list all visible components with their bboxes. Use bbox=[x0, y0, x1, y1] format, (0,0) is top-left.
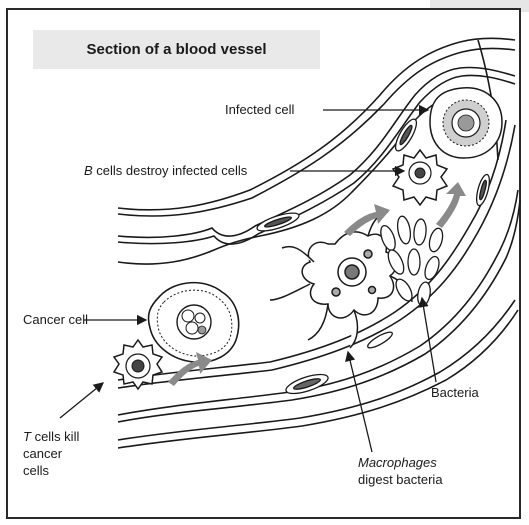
cancer-cell bbox=[148, 283, 238, 363]
t-cell bbox=[114, 340, 162, 389]
label-macrophages: Macrophages bbox=[358, 454, 437, 471]
label-cancer-cell: Cancer cell bbox=[23, 311, 88, 328]
label-b-cells-italic: B bbox=[84, 163, 93, 178]
label-t-cells-line3: cells bbox=[23, 462, 49, 479]
label-b-cells: B cells destroy infected cells bbox=[84, 162, 247, 179]
label-b-cells-rest: cells destroy infected cells bbox=[93, 163, 248, 178]
label-t-cells: T cells kill bbox=[23, 428, 79, 445]
label-bacteria: Bacteria bbox=[431, 384, 479, 401]
label-infected-cell: Infected cell bbox=[225, 101, 294, 118]
label-macrophages-line2: digest bacteria bbox=[358, 471, 443, 488]
infected-cell bbox=[430, 88, 502, 158]
label-t-cells-line2: cancer bbox=[23, 445, 62, 462]
label-t-cells-rest: cells kill bbox=[31, 429, 79, 444]
label-t-cells-italic: T bbox=[23, 429, 31, 444]
b-cell bbox=[393, 150, 447, 205]
